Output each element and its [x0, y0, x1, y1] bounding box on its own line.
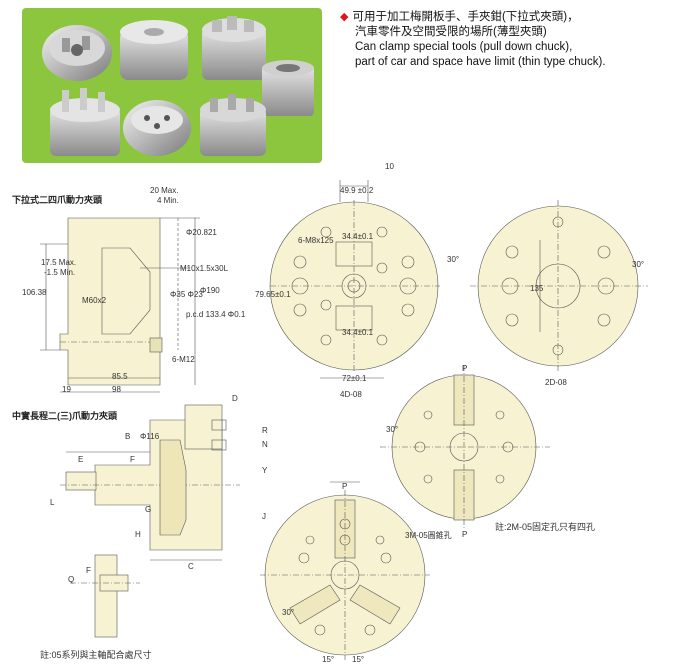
dim-85-5: 85.5 [112, 372, 128, 381]
dim-letter-f: F [130, 455, 135, 464]
product-photos [42, 16, 314, 156]
dim-letter-q: Q [68, 575, 75, 584]
dim-letter-y: Y [262, 466, 268, 475]
dim-letter-p-bottom: P [462, 530, 468, 539]
photo-chuck-1 [42, 25, 112, 81]
dim-17-5max: 17.5 Max. [41, 258, 77, 267]
dim-1-5min: -1.5 Min. [44, 268, 76, 277]
dim-30-2jaw: 30° [386, 425, 399, 434]
dim-15-left: 15° [322, 655, 335, 664]
dim-letter-p-3jaw: P [342, 482, 348, 491]
description-line-4: part of car and space have limit (thin t… [355, 56, 606, 68]
note-fixing-holes: 註:2M-05固定孔只有四孔 [495, 522, 596, 532]
dim-phi35: Φ35 Φ23 [170, 290, 203, 299]
dim-m10: M10x1.5x30L [180, 264, 229, 273]
note-spindle-fit: 註:05系列與主軸配合處尺寸 [40, 650, 152, 660]
dim-letter-p-top: P [462, 364, 468, 373]
dim-79-65: 79.65±0.1 [255, 290, 291, 299]
photo-chuck-2 [120, 20, 188, 80]
description-line-2: 汽車零件及空間受限的場所(薄型夾頭) [355, 26, 547, 38]
model-label-2d: 2D-08 [545, 378, 567, 387]
dim-30-3jaw: 30° [282, 608, 295, 617]
dim-4min: 4 Min. [157, 196, 179, 205]
dim-3m05: 3M-05圓錐孔 [405, 531, 452, 540]
dim-30-2d: 30° [632, 260, 645, 269]
dim-phi20: Φ20.821 [186, 228, 217, 237]
section-title-pull-down: 下拉式二四爪動力夾頭 [12, 195, 103, 205]
dim-20max: 20 Max. [150, 186, 179, 195]
shaft-detail [70, 554, 140, 638]
dim-letter-e: E [78, 455, 84, 464]
dim-6m8: 6-M8x125 [298, 236, 334, 245]
front-view-2d [470, 200, 648, 372]
front-view-3jaw [260, 481, 430, 660]
dim-letter-j: J [262, 512, 266, 521]
dim-98: 98 [112, 385, 121, 394]
dim-letter-r: R [262, 426, 268, 435]
dim-letter-l: L [50, 498, 55, 507]
dim-34-4-top: 34.4±0.1 [342, 232, 374, 241]
section-title-long-stroke: 中實長程二(三)爪動力夾頭 [12, 411, 117, 421]
description-block: ◆可用于加工梅開板手、手夾鉗(下拉式夾頭)， 汽車零件及空間受限的場所(薄型夾頭… [340, 10, 670, 70]
product-photo-panel [22, 8, 322, 163]
dim-30-4d: 30° [447, 255, 460, 264]
dim-34-4-bottom: 34.4±0.1 [342, 328, 374, 337]
side-view-long-stroke [60, 404, 240, 561]
photo-adapter [262, 60, 314, 116]
dim-letter-g: G [145, 505, 152, 514]
side-view-pull-down [40, 217, 200, 393]
front-view-4d [269, 180, 440, 379]
dim-letter-n: N [262, 440, 268, 449]
dim-49-9: 49.9 ±0.2 [340, 186, 374, 195]
photo-chuck-3 [202, 16, 266, 80]
dim-6m12: 6-M12 [172, 355, 195, 364]
dim-72: 72±0.1 [342, 374, 367, 383]
dim-letter-b: B [125, 432, 131, 441]
dim-106-38: 106.38 [22, 288, 47, 297]
dim-letter-d: D [232, 394, 238, 403]
dim-135: 135 [530, 284, 544, 293]
dim-10: 10 [385, 162, 394, 171]
dim-19: 19 [62, 385, 71, 394]
photo-chuck-6 [200, 94, 266, 156]
photo-chuck-4 [50, 88, 120, 156]
front-view-2jaw [380, 365, 550, 530]
model-label-4d: 4D-08 [340, 390, 362, 399]
dim-pcd: p.c.d 133.4 Φ0.1 [186, 310, 246, 319]
dim-phi190: Φ190 [200, 286, 220, 295]
photo-chuck-5 [123, 100, 191, 156]
dim-letter-c: C [188, 562, 194, 571]
dim-phi116: Φ116 [140, 432, 160, 441]
description-line-1: ◆可用于加工梅開板手、手夾鉗(下拉式夾頭)， [340, 11, 579, 23]
bullet-icon: ◆ [340, 11, 349, 23]
dim-letter-h: H [135, 530, 141, 539]
description-line-3: Can clamp special tools (pull down chuck… [355, 41, 573, 53]
dim-letter-f2: F [86, 566, 91, 575]
dim-15-right: 15° [352, 655, 365, 664]
dim-m60x2: M60x2 [82, 296, 107, 305]
